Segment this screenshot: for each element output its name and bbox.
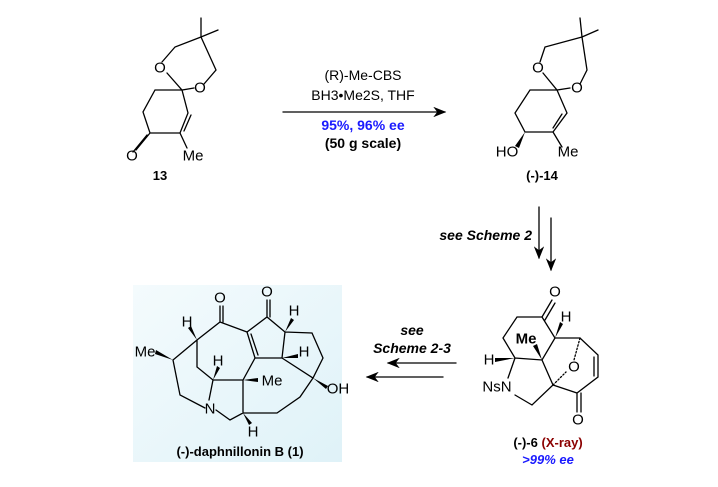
oxygen-atom: O — [532, 60, 544, 77]
compound-label-6: (-)-6 (X-ray) — [513, 435, 582, 450]
hydroxyl-label: OH — [327, 381, 350, 398]
reagent-cbs: (R)-Me-CBS — [325, 67, 402, 83]
oxygen-atom: O — [154, 60, 166, 77]
yield-ee: 95%, 96% ee — [321, 117, 404, 133]
compound-13: O O O Me 13 — [126, 17, 219, 183]
compound-label-daphnillonin-b: (-)-daphnillonin B (1) — [176, 444, 303, 459]
ketone-oxygen: O — [126, 148, 138, 165]
compound-label-13: 13 — [153, 168, 167, 183]
hydrogen-label: H — [289, 303, 300, 320]
see-scheme-2: see Scheme 2 — [439, 227, 532, 243]
hydroxyl-label: HO — [496, 144, 519, 161]
bridge-oxygen: O — [568, 359, 580, 376]
see-label: see — [400, 322, 424, 338]
hydrogen-label: H — [561, 309, 572, 326]
nitrogen-atom: N — [205, 401, 216, 418]
oxygen-atom: O — [194, 80, 206, 97]
compound-label-14: (-)-14 — [526, 168, 559, 183]
reaction-step-2: see Scheme 2 — [439, 206, 557, 272]
reagent-borane: BH3•Me2S, THF — [311, 87, 414, 103]
methyl-label: Me — [262, 373, 283, 390]
scale-note: (50 g scale) — [325, 135, 401, 151]
hydrogen-label: H — [299, 344, 310, 361]
highlight-box — [133, 285, 342, 462]
ketone-oxygen: O — [572, 412, 584, 429]
compound-daphnillonin-b: O O H H H H H Me Me N OH (-)-daphnilloni… — [133, 284, 350, 462]
compound-14: O O HO Me (-)-14 — [496, 17, 599, 183]
hydrogen-label: H — [484, 352, 495, 369]
reaction-step-1: (R)-Me-CBS BH3•Me2S, THF 95%, 96% ee (50… — [282, 67, 447, 151]
hydrogen-label: H — [182, 314, 193, 331]
see-scheme-2-3: Scheme 2-3 — [373, 340, 451, 356]
methyl-label: Me — [183, 148, 204, 165]
methyl-label: Me — [558, 144, 579, 161]
nosyl-amine-label: NsN — [482, 379, 511, 396]
methyl-label: Me — [516, 331, 537, 348]
oxygen-atom: O — [571, 80, 583, 97]
ee-label: >99% ee — [522, 452, 574, 467]
hydrogen-label: H — [213, 353, 224, 370]
methyl-label: Me — [135, 344, 156, 361]
xray-label: (X-ray) — [541, 435, 582, 450]
compound-6: O H Me H NsN O O (-)-6 (X-ray) >99% ee — [482, 284, 599, 467]
ketone-oxygen: O — [214, 290, 226, 307]
reaction-step-3: see Scheme 2-3 — [365, 322, 457, 383]
ketone-oxygen: O — [549, 284, 561, 301]
ketone-oxygen: O — [261, 284, 273, 301]
hydrogen-label: H — [248, 424, 259, 441]
